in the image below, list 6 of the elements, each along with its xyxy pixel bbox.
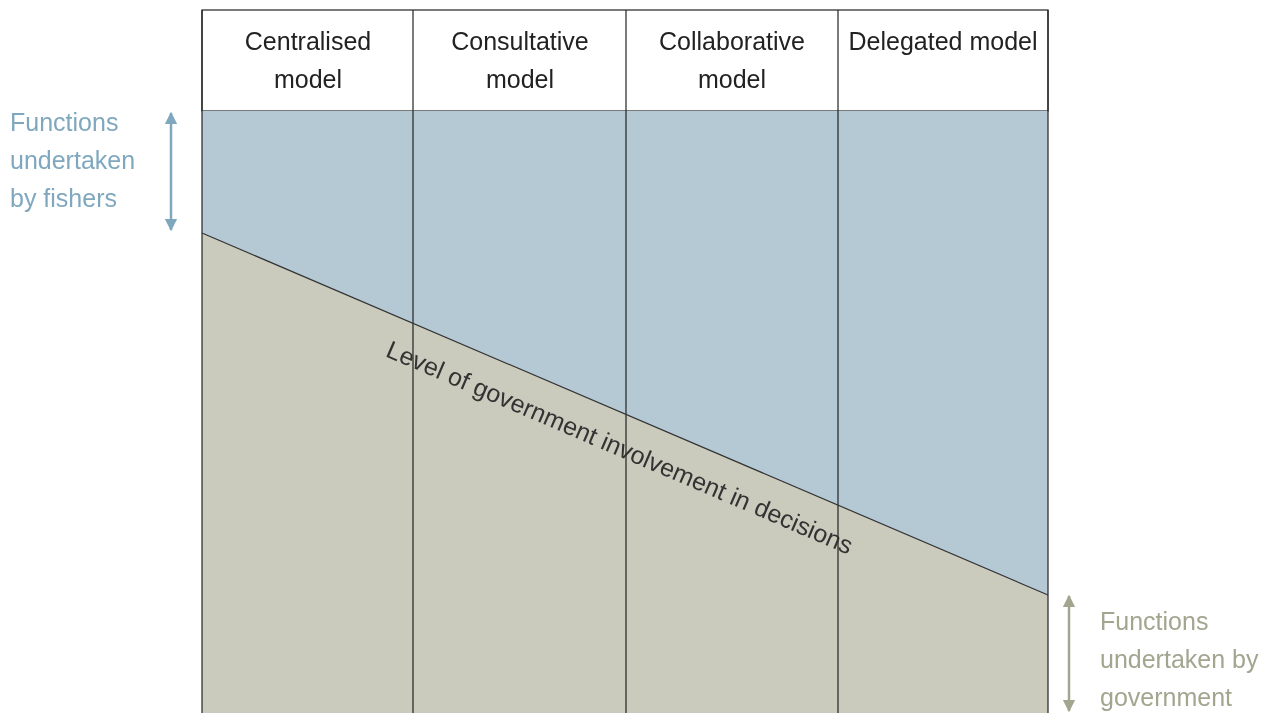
side-label: Functions undertaken by government [1100,606,1260,713]
column-header: Collaborative model [658,26,806,95]
side-label: Functions undertaken by fishers [10,107,137,214]
column-header: Consultative model [450,26,590,95]
column-header: Delegated model [848,26,1038,57]
column-header: Centralised model [243,26,373,95]
